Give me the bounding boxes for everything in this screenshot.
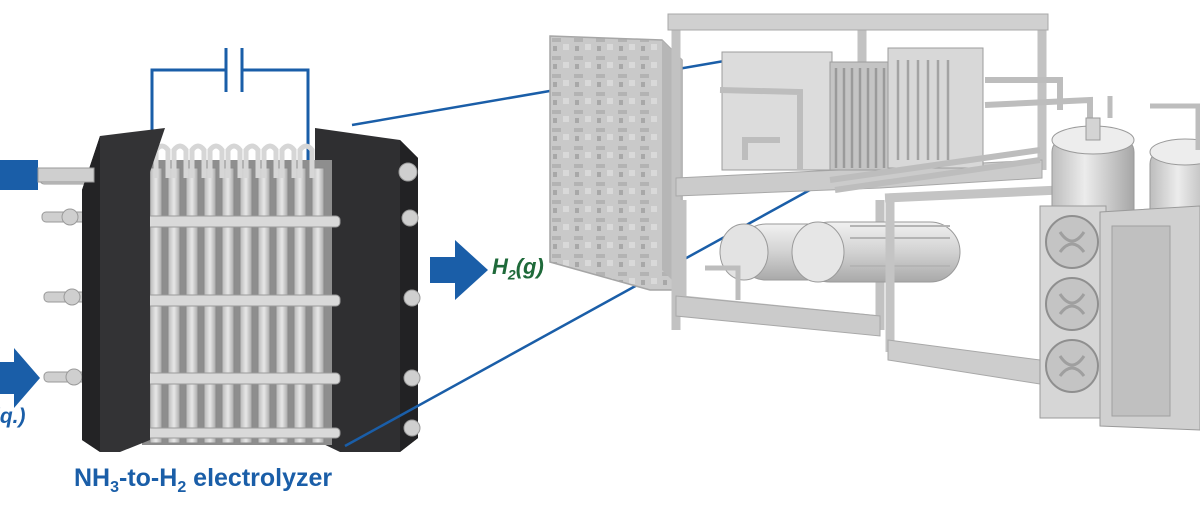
end-plate-front: [82, 128, 165, 452]
arrow-feed-bottom: [0, 348, 40, 408]
storage-tank-2: [791, 221, 961, 283]
skid-system-icon: [549, 13, 1200, 431]
cooling-fans: [1039, 205, 1107, 419]
electrolyzer-stack-icon: [39, 48, 421, 452]
tie-rods-right: [398, 162, 421, 437]
flow-arrow-icon: [0, 160, 488, 408]
electrolyzer-title: NH3-to-H2 electrolyzer: [74, 464, 333, 496]
end-plate-back: [315, 128, 418, 452]
arrow-product: [430, 240, 488, 300]
stack-module-1: [721, 51, 833, 171]
product-label: H2(g): [492, 254, 544, 283]
feed-label: iq.): [0, 405, 26, 428]
stack-module-2: [887, 47, 984, 169]
cell-plates: [139, 143, 341, 445]
